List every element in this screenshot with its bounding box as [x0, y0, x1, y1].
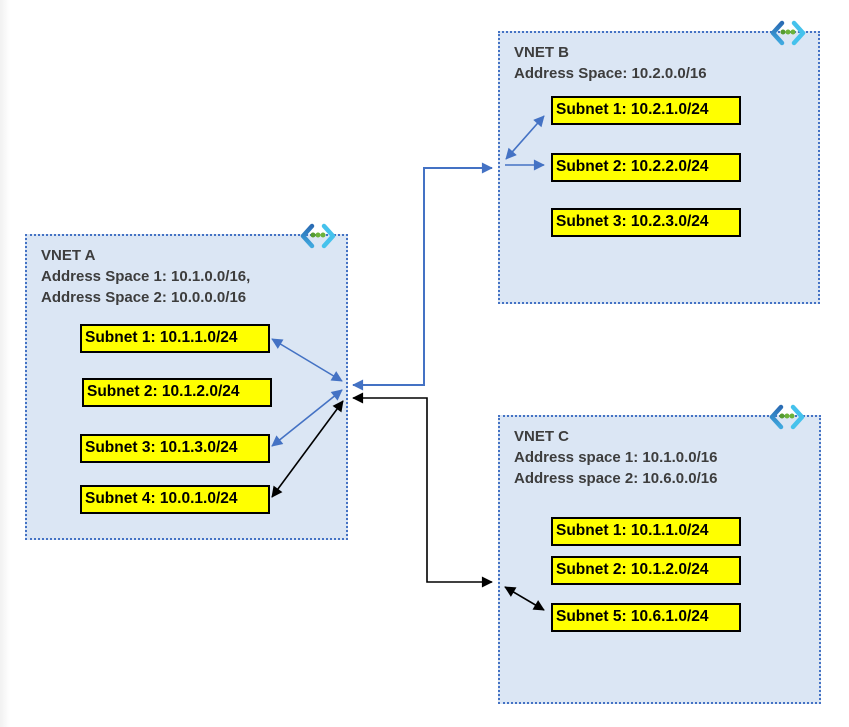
vnet-b-box: VNET B Address Space: 10.2.0.0/16 Subnet…: [498, 20, 820, 304]
peering-ab-trunk-arrow: [352, 162, 493, 391]
vnet-b-address-space: Address Space: 10.2.0.0/16: [514, 65, 707, 82]
virtual-network-icon: [770, 20, 806, 46]
vnet-a-address-space-1: Address Space 1: 10.1.0.0/16,: [41, 268, 251, 285]
vnet-c-title: VNET C: [514, 428, 570, 445]
vnet-b-subnet-2: Subnet 2: 10.2.2.0/24: [551, 153, 741, 182]
vnet-a-title: VNET A: [41, 247, 96, 264]
vnet-c-address-space-2: Address space 2: 10.6.0.0/16: [514, 470, 718, 487]
vnet-c-subnet-5: Subnet 5: 10.6.1.0/24: [551, 603, 741, 632]
vnet-a-subnet-2: Subnet 2: 10.1.2.0/24: [82, 378, 272, 407]
vnet-c-header: VNET C Address space 1: 10.1.0.0/16 Addr…: [500, 417, 819, 489]
vnet-c-box: VNET C Address space 1: 10.1.0.0/16 Addr…: [498, 404, 821, 704]
vnet-b-subnet-1: Subnet 1: 10.2.1.0/24: [551, 96, 741, 125]
vnet-b-title: VNET B: [514, 44, 570, 61]
peering-ac-trunk-arrow: [352, 392, 493, 588]
vnet-c-subnet-1: Subnet 1: 10.1.1.0/24: [551, 517, 741, 546]
vnet-c-address-space-1: Address space 1: 10.1.0.0/16: [514, 449, 718, 466]
vnet-a-subnet-4: Subnet 4: 10.0.1.0/24: [80, 485, 270, 514]
virtual-network-icon: [300, 223, 336, 249]
vnet-b-subnet-3: Subnet 3: 10.2.3.0/24: [551, 208, 741, 237]
vnet-a-header: VNET A Address Space 1: 10.1.0.0/16, Add…: [27, 236, 346, 308]
vnet-a-subnet-3: Subnet 3: 10.1.3.0/24: [80, 434, 270, 463]
vnet-a-subnet-1: Subnet 1: 10.1.1.0/24: [80, 324, 270, 353]
vnet-a-box: VNET A Address Space 1: 10.1.0.0/16, Add…: [25, 223, 348, 540]
vnet-c-subnet-2: Subnet 2: 10.1.2.0/24: [551, 556, 741, 585]
vnet-a-address-space-2: Address Space 2: 10.0.0.0/16: [41, 289, 247, 306]
vnet-b-header: VNET B Address Space: 10.2.0.0/16: [500, 33, 818, 84]
virtual-network-icon: [769, 404, 805, 430]
